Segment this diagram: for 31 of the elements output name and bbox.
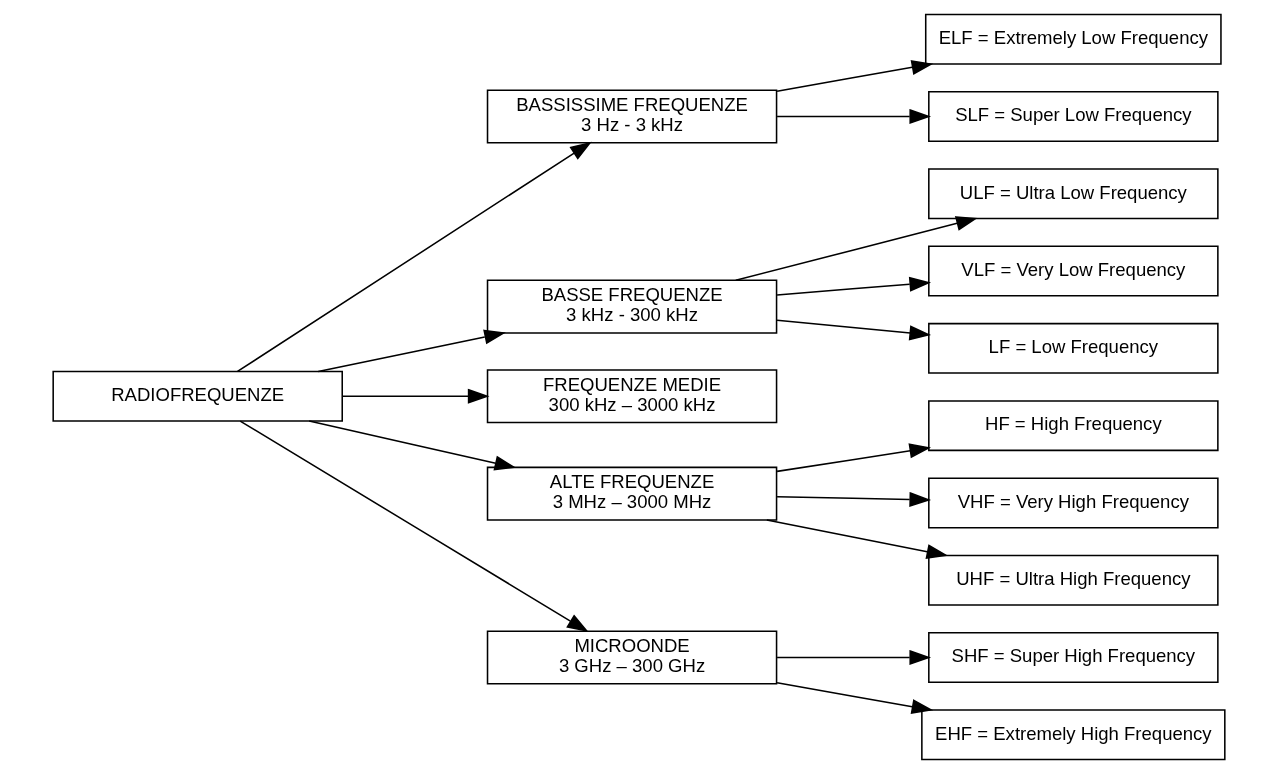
arrow [236,141,592,373]
arrow [775,276,931,296]
node-box: BASSISSIME FREQUENZE 3 Hz - 3 kHz [486,89,777,144]
arrow [775,319,931,341]
node-box: SLF = Super Low Frequency [927,91,1219,142]
arrow [341,388,489,404]
node-box: HF = High Frequency [927,400,1219,452]
node-box: BASSE FREQUENZE 3 kHz - 300 kHz [486,279,777,334]
arrow [734,216,978,282]
node-box: EHF = Extremely High Frequency [920,709,1226,761]
node-box: RADIOFREQUENZE [51,370,343,422]
node-box: VHF = Very High Frequency [927,477,1219,529]
arrow [307,420,516,471]
arrow [238,420,589,633]
arrow [775,649,931,666]
arrow [775,108,931,125]
node-box: MICROONDE 3 GHz – 300 GHz [486,630,777,685]
arrow [765,519,948,560]
arrow [775,491,931,508]
node-box: SHF = Super High Frequency [927,632,1219,683]
node-box: ULF = Ultra Low Frequency [927,168,1219,220]
arrow [775,59,933,92]
arrow [775,443,931,473]
node-box: ELF = Extremely Low Frequency [924,13,1222,65]
node-box: LF = Low Frequency [927,322,1219,374]
node-box: FREQUENZE MEDIE 300 kHz – 3000 kHz [486,369,777,424]
node-box: ALTE FREQUENZE 3 MHz – 3000 MHz [486,466,777,521]
node-box: VLF = Very Low Frequency [927,245,1219,297]
arrow [775,682,933,715]
node-box: UHF = Ultra High Frequency [927,554,1219,606]
arrow [316,329,506,373]
